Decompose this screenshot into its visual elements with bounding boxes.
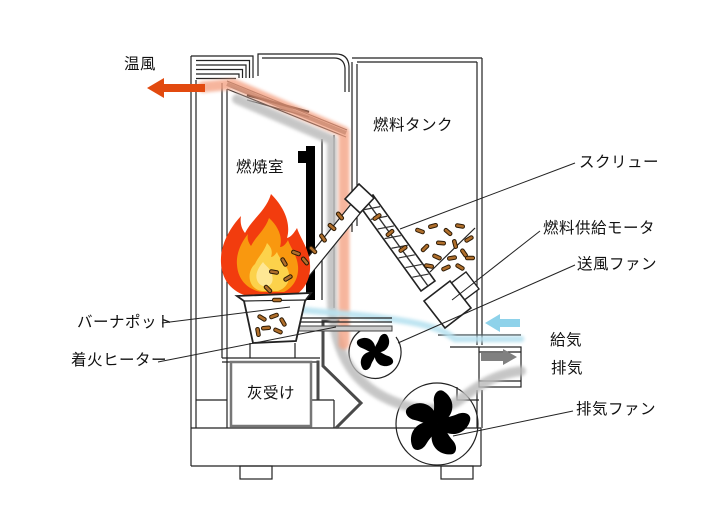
burner-pot-shape xyxy=(234,292,313,358)
smoke-duct-wall xyxy=(321,319,364,430)
warm-air-flow-path xyxy=(197,78,350,350)
warm-air-arrow xyxy=(147,78,205,98)
leader-lines xyxy=(157,162,576,437)
exhaust-fan-housing xyxy=(395,382,479,466)
stove-foot-left xyxy=(239,465,273,480)
stove-foot-right xyxy=(440,465,474,480)
pellets xyxy=(255,211,475,337)
screw-flights xyxy=(363,199,429,287)
air-supply-arrow xyxy=(485,314,520,332)
label-combustion-chamber: 燃焼室 xyxy=(236,159,285,176)
blower-fan-icon xyxy=(356,333,394,371)
ash-receiver-box xyxy=(229,360,313,428)
air-supply-flow-path xyxy=(298,306,525,343)
label-exhaust: 排気 xyxy=(551,360,584,377)
label-fuel-supply-motor: 燃料供給モータ xyxy=(543,220,656,237)
flame-icon xyxy=(220,194,311,297)
chamber-back-wall xyxy=(306,146,315,300)
feeder-apex xyxy=(343,182,376,215)
blower-fan-housing xyxy=(348,327,402,379)
exhaust-arrow xyxy=(481,349,517,365)
label-ash-receiver: 灰受け xyxy=(247,385,296,402)
label-fuel-tank: 燃料タンク xyxy=(373,117,454,134)
label-exhaust-fan: 排気ファン xyxy=(576,401,657,418)
label-blower-fan: 送風ファン xyxy=(577,256,658,273)
label-burner-pot: バーナポット xyxy=(77,314,174,331)
heat-exchanger-fins xyxy=(191,55,254,80)
label-screw: スクリュー xyxy=(579,154,660,171)
label-ignition-heater: 着火ヒーター xyxy=(71,352,168,369)
drop-chute xyxy=(296,203,362,280)
label-air-supply: 給気 xyxy=(550,332,583,349)
label-warm-air: 温風 xyxy=(124,56,157,73)
exhaust-fan-icon xyxy=(405,390,471,455)
